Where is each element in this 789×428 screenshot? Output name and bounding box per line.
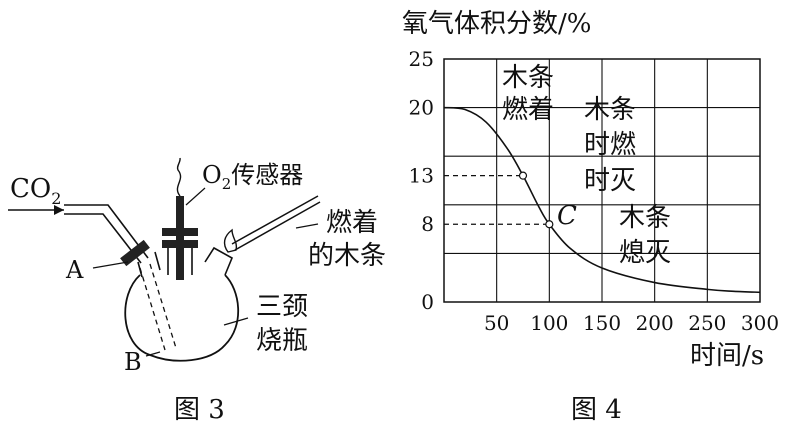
flask-label-line1: 三颈 [256, 292, 308, 322]
right-neck [204, 246, 234, 276]
marked-point [545, 220, 554, 229]
co2-label: CO2 [10, 174, 61, 208]
chart-grid [443, 58, 761, 303]
y-tick-label: 0 [421, 290, 434, 314]
x-tick-label: 50 [484, 311, 509, 335]
stopper-a [120, 239, 150, 267]
chart-ylabel: 氧气体积分数/% [402, 9, 591, 39]
point-c-label: C [557, 201, 577, 231]
x-tick-label: 200 [636, 311, 674, 335]
wooden-stick-edge-1 [231, 195, 319, 245]
figure3-caption: 图 3 [174, 395, 225, 425]
x-tick-label: 150 [583, 311, 621, 335]
label-b: B [124, 348, 142, 376]
figure3-apparatus: CO2 A B O2传感器 燃着 [8, 157, 386, 425]
inlet-tube-outer [64, 204, 149, 259]
annotation-out-1: 木条 [619, 203, 671, 233]
annotation-flicker-1: 木条 [584, 95, 636, 125]
stick-label-line1: 燃着 [326, 208, 378, 238]
annotation-out-2: 熄灭 [619, 238, 671, 268]
label-b-leader [145, 351, 161, 357]
x-tick-label: 300 [741, 311, 779, 335]
inner-tube-dashed-1 [139, 267, 166, 351]
inlet-tube-inner [64, 213, 142, 264]
label-a-leader [92, 261, 129, 269]
flask-label-line2: 烧瓶 [256, 326, 308, 356]
flask-leader [223, 317, 249, 326]
y-tick-labels: 0 8 13 20 25 [409, 47, 434, 314]
sensor-leader [185, 187, 206, 206]
figure4-chart: 氧气体积分数/% 时间/s 0 8 13 20 25 50 100 150 200 250 300… [402, 9, 779, 425]
y-tick-label: 13 [409, 164, 434, 188]
inner-tube-dashed-2 [149, 263, 177, 349]
chart-guide-lines [444, 175, 550, 225]
o2-sensor-probe [176, 196, 184, 280]
chart-points [518, 171, 554, 229]
x-tick-label: 100 [530, 311, 568, 335]
x-tick-labels: 50 100 150 200 250 300 [484, 311, 779, 335]
y-tick-label: 20 [409, 96, 434, 120]
co2-arrow-head [54, 205, 64, 215]
sensor-wire [176, 157, 182, 197]
stick-leader [295, 223, 319, 229]
annotation-flicker-3: 时灭 [584, 166, 636, 196]
o2-sensor-label: O2传感器 [202, 161, 303, 193]
chart-xlabel: 时间/s [690, 341, 764, 371]
x-tick-label: 250 [688, 311, 726, 335]
flame-icon [223, 228, 238, 253]
stick-label-line2: 的木条 [308, 241, 386, 271]
figure4-caption: 图 4 [571, 395, 622, 425]
annotation-burning-2: 燃着 [502, 95, 554, 125]
y-tick-label: 25 [409, 47, 434, 71]
marked-point [518, 171, 528, 180]
three-neck-flask [124, 274, 240, 362]
wooden-stick-edge-2 [234, 201, 321, 251]
annotation-burning-1: 木条 [502, 63, 554, 93]
label-a: A [65, 256, 84, 284]
y-tick-label: 8 [421, 212, 434, 236]
left-neck-2 [154, 251, 161, 271]
annotation-flicker-2: 时燃 [584, 130, 636, 160]
